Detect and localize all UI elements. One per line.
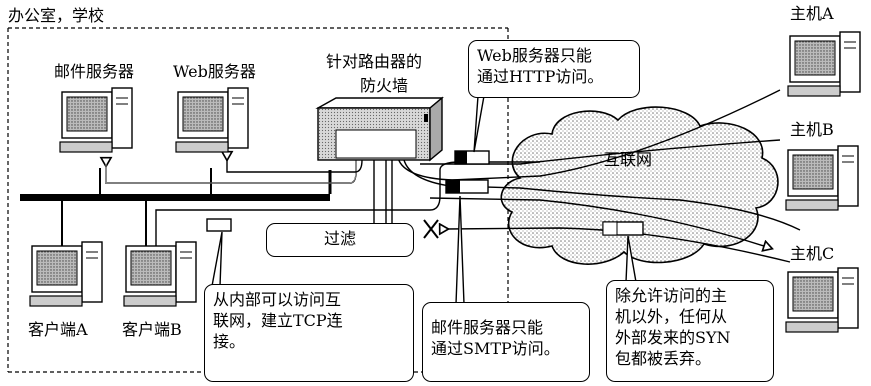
blocked-x-icon [422,218,440,240]
internet-cloud-icon [500,106,779,265]
internet-label: 互联网 [604,150,653,169]
callout-line: 通过HTTP访问。 [477,67,604,86]
web-server-label: Web服务器 [173,62,256,81]
callout-line: 联网，建立TCP连 [213,311,343,330]
callout-line: 通过SMTP访问。 [431,339,560,358]
host-a-label: 主机A [790,4,834,23]
router-firewall-label-line1: 针对路由器的 [326,52,423,71]
filter-label: 过滤 [323,229,356,248]
callout-line: 接。 [213,332,246,351]
packet-icon [454,150,490,165]
filter-callout: 过滤 [266,223,414,257]
computer-icon [59,87,133,153]
router-firewall-icon [315,96,444,162]
office-school-label: 办公室，学校 [8,6,105,25]
callout-line: 机以外，任何从 [615,307,728,326]
syn-drop-callout: 除允许访问的主 机以外，任何从 外部发来的SYN 包都被丢弃。 [606,280,774,382]
callout-line: 外部发来的SYN [615,328,731,347]
callout-line: 包都被丢弃。 [615,349,712,368]
lan-backbone [20,168,332,250]
callout-line: 除允许访问的主 [615,286,728,305]
client-a-label: 客户端A [28,320,88,339]
packet-icon [445,179,489,194]
packet-icon [602,221,644,236]
router-firewall-label-line2: 防火墙 [360,76,409,95]
packet-icon [206,218,232,232]
callout-line: 从内部可以访问互 [213,290,342,309]
host-b-label: 主机B [790,120,834,139]
web-only-callout: Web服务器只能 通过HTTP访问。 [468,40,640,98]
mail-only-callout: 邮件服务器只能 通过SMTP访问。 [422,302,590,382]
client-b-label: 客户端B [122,320,182,339]
host-c-label: 主机C [790,244,835,263]
callout-pointers [211,95,637,305]
callout-line: 邮件服务器只能 [431,318,544,337]
mail-server-label: 邮件服务器 [54,62,135,81]
internal-access-callout: 从内部可以访问互 联网，建立TCP连 接。 [204,284,414,382]
callout-line: Web服务器只能 [477,46,592,65]
